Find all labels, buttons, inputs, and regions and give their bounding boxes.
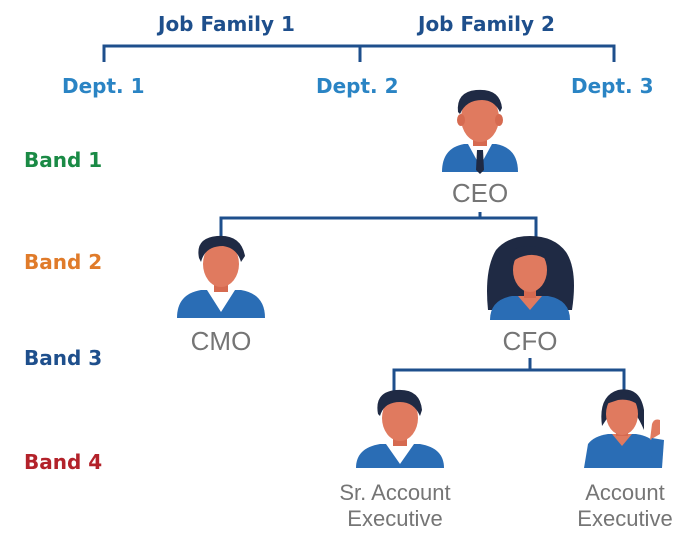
cfo-label: CFO — [502, 326, 558, 356]
dept-2-label: Dept. 2 — [316, 74, 399, 98]
sr-account-exec-line-2: Executive — [347, 506, 443, 531]
ceo-avatar — [442, 89, 518, 174]
cmo-avatar — [177, 235, 265, 318]
ceo-label: CEO — [451, 178, 509, 208]
sr-account-exec-label: Sr. Account Executive — [310, 480, 480, 532]
job-family-2-label: Job Family 2 — [418, 12, 555, 36]
account-exec-line-2: Executive — [577, 506, 673, 531]
account-exec-avatar — [584, 389, 664, 468]
job-family-1-label: Job Family 1 — [158, 12, 295, 36]
band-4-label: Band 4 — [24, 450, 103, 474]
dept-1-label: Dept. 1 — [62, 74, 145, 98]
account-exec-line-1: Account — [585, 480, 665, 505]
sr-account-exec-line-1: Sr. Account — [339, 480, 451, 505]
account-exec-label: Account Executive — [570, 480, 680, 532]
band-1-label: Band 1 — [24, 148, 103, 172]
band-2-label: Band 2 — [24, 250, 103, 274]
ceo-connector — [219, 216, 538, 252]
cmo-label: CMO — [190, 326, 252, 356]
cfo-connector — [392, 368, 626, 400]
band-3-label: Band 3 — [24, 346, 103, 370]
sr-account-exec-avatar — [356, 389, 444, 468]
cfo-avatar — [487, 236, 574, 320]
dept-3-label: Dept. 3 — [571, 74, 654, 98]
